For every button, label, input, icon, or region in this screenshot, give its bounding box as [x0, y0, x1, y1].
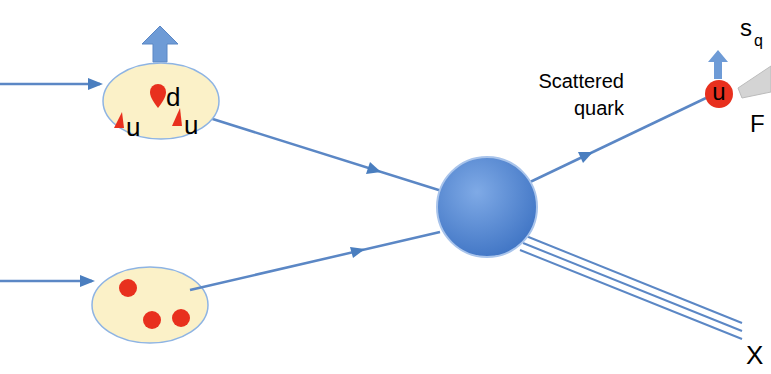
- proton-ellipse: [92, 267, 208, 343]
- particle-label: Scattered quark: [518, 68, 624, 122]
- remnant-label: X: [746, 342, 763, 368]
- beam-line: [0, 280, 92, 283]
- remnant-line: [520, 250, 742, 339]
- quark-dot: [705, 80, 733, 108]
- quark-label: d: [166, 84, 180, 110]
- arrow-head: [578, 152, 593, 163]
- quark-marker: [172, 108, 182, 126]
- fragmentation-label: F: [750, 112, 765, 136]
- spin-subscript: q: [754, 33, 763, 49]
- arrow-head: [350, 247, 365, 258]
- proton-ellipse: [103, 63, 219, 139]
- parton-line: [200, 115, 445, 192]
- fragmentation-cone: [738, 66, 771, 98]
- spin-symbol: s: [740, 16, 752, 40]
- quark-marker: [150, 84, 166, 108]
- quark-label: u: [712, 80, 725, 104]
- quark-label: u: [184, 112, 198, 138]
- spin-arrow: [142, 26, 178, 62]
- remnant-line: [526, 236, 742, 323]
- quark-node: u: [705, 80, 733, 108]
- proton-node: du u: [102, 62, 220, 140]
- quark-label: u: [126, 114, 140, 140]
- quark-marker: [114, 112, 124, 128]
- quark-dot: [172, 309, 190, 327]
- arrow-head: [80, 275, 95, 287]
- parton-line: [190, 232, 440, 290]
- hard-scattering-blob: [437, 157, 537, 257]
- proton-shape: [102, 62, 220, 140]
- quark-dot: [119, 279, 137, 297]
- remnant-line: [523, 243, 742, 331]
- quark-dot: [143, 311, 161, 329]
- quark-spin-arrow: [708, 50, 728, 79]
- beam-line: [0, 83, 100, 86]
- arrow-head: [366, 162, 381, 174]
- arrow-head: [88, 78, 103, 90]
